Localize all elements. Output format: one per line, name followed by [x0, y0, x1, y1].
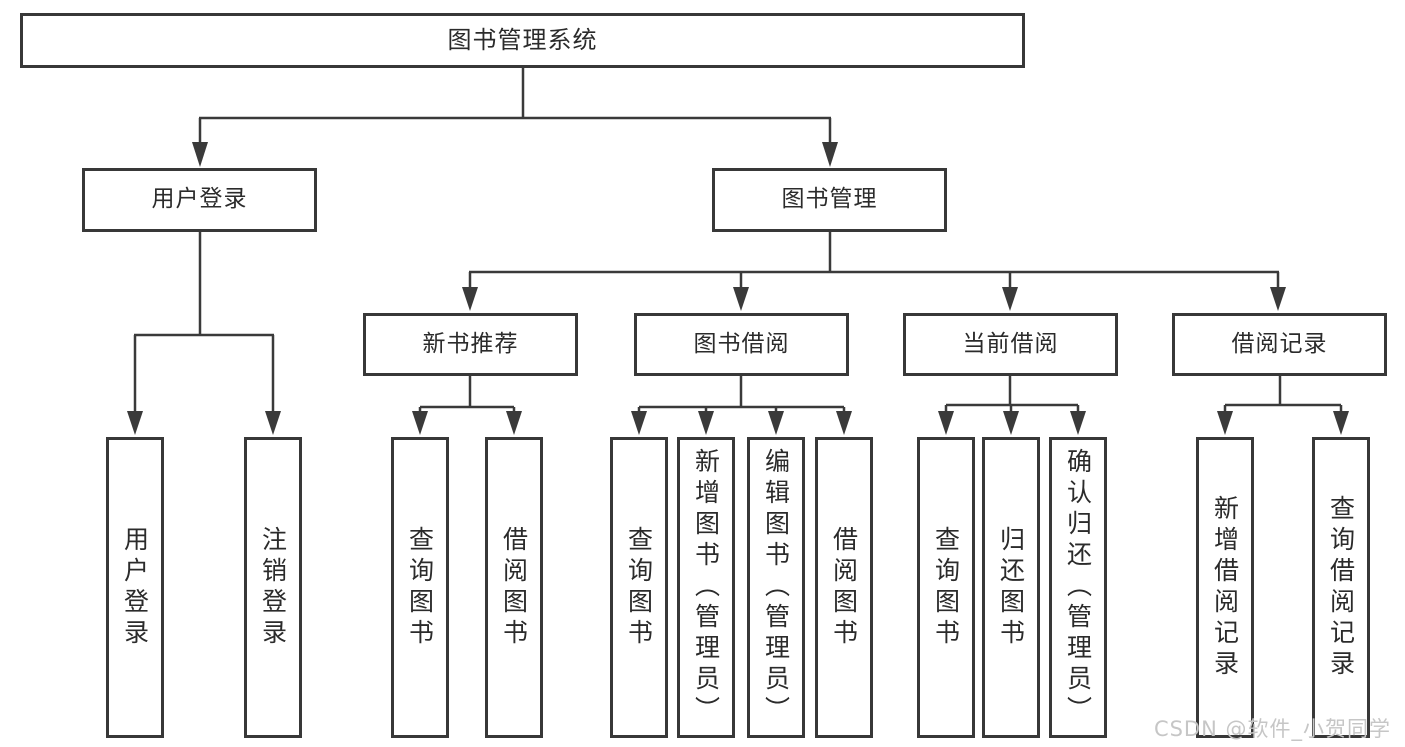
leaf-rec-query-books: 查询图书 [391, 437, 449, 738]
leaf-br-add-record: 新增借阅记录 [1196, 437, 1254, 738]
leaf-user-login: 用户登录 [106, 437, 164, 738]
node-user-login: 用户登录 [82, 168, 317, 232]
node-current-borrow: 当前借阅 [903, 313, 1118, 376]
csdn-watermark: CSDN @软件_小贺同学 [1153, 717, 1391, 741]
leaf-logout: 注销登录 [244, 437, 302, 738]
node-new-book-recommend: 新书推荐 [363, 313, 578, 376]
leaf-br-query-record: 查询借阅记录 [1312, 437, 1370, 738]
connector-paths [133, 68, 1343, 421]
leaf-cb-confirm-return-admin: 确认归还（管理员） [1049, 437, 1107, 738]
leaf-cb-return-books: 归还图书 [982, 437, 1040, 738]
arrowheads [127, 142, 1349, 435]
leaf-bb-edit-books-admin: 编辑图书（管理员） [747, 437, 805, 738]
node-root: 图书管理系统 [20, 13, 1025, 68]
leaf-bb-add-books-admin: 新增图书（管理员） [677, 437, 735, 738]
node-book-borrow: 图书借阅 [634, 313, 849, 376]
leaf-rec-borrow-books: 借阅图书 [485, 437, 543, 738]
node-borrow-records: 借阅记录 [1172, 313, 1387, 376]
node-book-management: 图书管理 [712, 168, 947, 232]
leaf-bb-query-books: 查询图书 [610, 437, 668, 738]
leaf-cb-query-books: 查询图书 [917, 437, 975, 738]
leaf-bb-borrow-books: 借阅图书 [815, 437, 873, 738]
